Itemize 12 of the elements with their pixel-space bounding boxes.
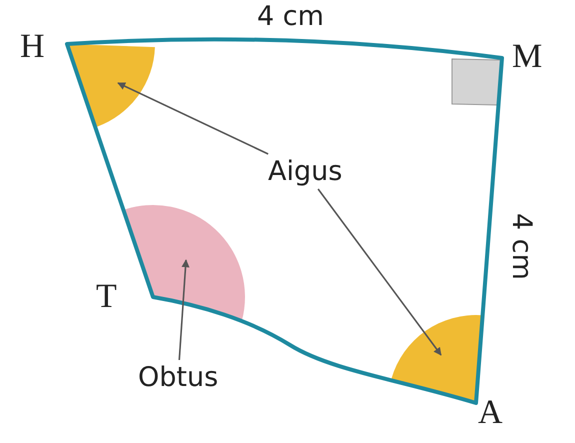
leader-arrow — [317, 188, 442, 356]
leader-arrow — [178, 259, 190, 360]
angle-sector — [67, 44, 155, 127]
vertex-label: H — [20, 30, 45, 64]
leader-arrow — [117, 82, 268, 155]
vertex-label: T — [96, 280, 117, 314]
vertex-label: A — [478, 396, 503, 430]
angle-label: Aigus — [268, 158, 342, 185]
vertex-label: M — [512, 40, 542, 74]
side-length-label: 4 cm — [257, 3, 324, 30]
side-length-label: 4 cm — [508, 213, 535, 280]
angle-label: Obtus — [138, 364, 218, 391]
